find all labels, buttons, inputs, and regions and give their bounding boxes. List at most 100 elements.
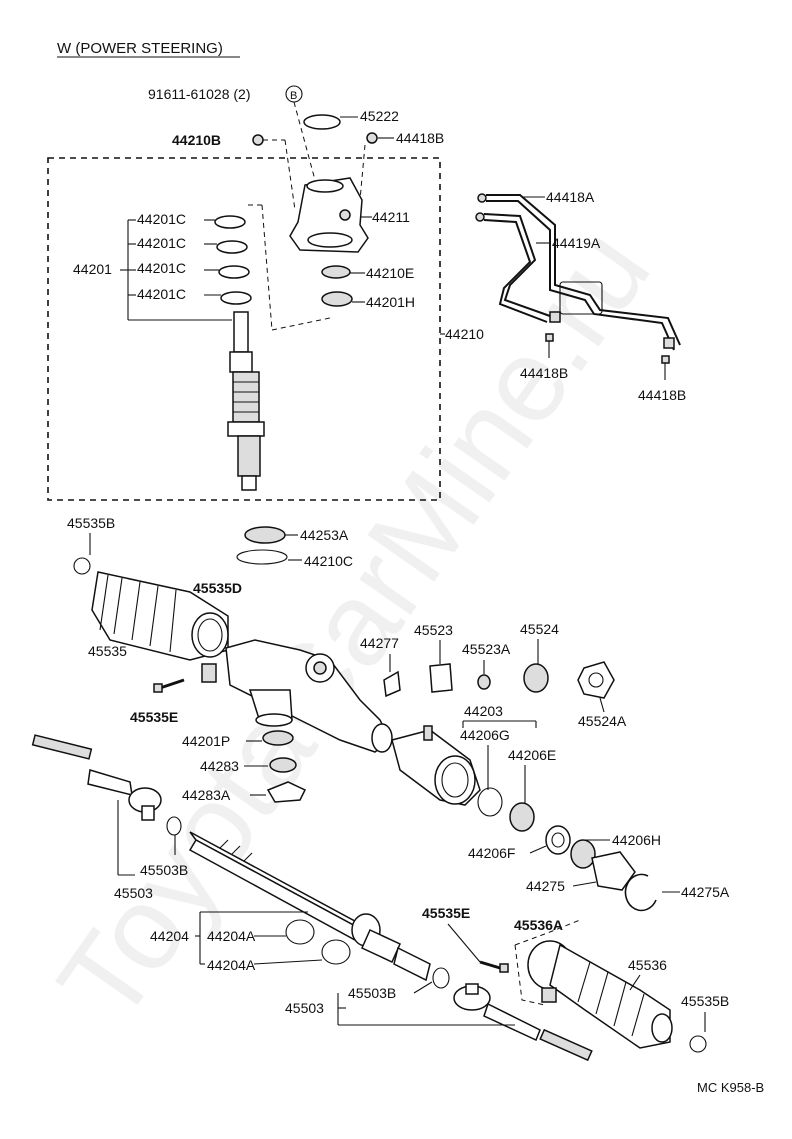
label-45535B-left: 45535B — [67, 515, 115, 531]
label-44418B-mid: 44418B — [520, 365, 568, 381]
label-45222: 45222 — [360, 108, 399, 124]
figure-code: MC K958-B — [697, 1080, 764, 1095]
label-44253A: 44253A — [300, 527, 349, 543]
label-44201P: 44201P — [182, 733, 230, 749]
label-44210C: 44210C — [304, 553, 353, 569]
seal-ring-44201C-2 — [216, 240, 248, 254]
label-45523: 45523 — [414, 622, 453, 638]
ring-44206G — [477, 787, 503, 817]
label-44203: 44203 — [464, 703, 503, 719]
nut-44210B — [252, 134, 264, 146]
label-45536: 45536 — [628, 957, 667, 973]
rack-bar — [188, 831, 401, 964]
label-44201C-2: 44201C — [137, 235, 186, 251]
label-44283A: 44283A — [182, 787, 231, 803]
seal-44201P — [262, 730, 294, 746]
locknut-45524A — [577, 661, 615, 699]
dust-cover-45222 — [303, 114, 341, 130]
label-44210: 44210 — [445, 326, 484, 342]
ring-44204A-1 — [285, 919, 315, 945]
label-44206G: 44206G — [460, 727, 510, 743]
seal-ring-44201C-3 — [218, 265, 250, 279]
label-45503B-right: 45503B — [348, 985, 396, 1001]
valve-housing-44211 — [289, 177, 369, 253]
label-44206F: 44206F — [468, 845, 515, 861]
union-44418B-top — [366, 132, 378, 144]
bushing-44206F — [545, 825, 571, 855]
clamp-45535D — [201, 663, 217, 683]
inner-tie-rod-right — [393, 946, 431, 982]
plug-45524 — [523, 663, 549, 693]
nut-44283A — [266, 781, 307, 803]
assembly-44210-boundary — [47, 157, 441, 501]
clip-45535B-right — [689, 1035, 707, 1053]
pinion-valve-shaft — [227, 311, 265, 491]
o-ring-44210C — [236, 549, 288, 565]
label-45523A: 45523A — [462, 641, 511, 657]
pressure-tubes-44419A — [475, 193, 681, 351]
seal-44253A — [244, 526, 286, 544]
label-45524A: 45524A — [578, 713, 627, 729]
bolt-45535E-right — [479, 960, 501, 970]
label-44201H: 44201H — [366, 294, 415, 310]
label-45535D: 45535D — [193, 580, 242, 596]
label-44211: 44211 — [372, 209, 410, 225]
label-44283: 44283 — [200, 758, 239, 774]
bolt-45535E-left — [159, 678, 185, 690]
label-45535E-right: 45535E — [422, 905, 470, 921]
seal-44206E — [509, 802, 535, 832]
leader-91611 — [293, 101, 316, 181]
locknut-45503B-left — [166, 816, 182, 836]
label-45535: 45535 — [88, 643, 127, 659]
union-44418B-mid — [545, 333, 554, 342]
rack-housing — [225, 639, 393, 753]
bearing-44210E — [321, 265, 351, 279]
seal-44206H — [570, 839, 596, 869]
label-44201C-4: 44201C — [137, 286, 186, 302]
label-44204A-1: 44204A — [207, 928, 256, 944]
callout-b-letter: B — [290, 90, 297, 102]
diagram-title: W (POWER STEERING) — [57, 40, 223, 57]
label-44210E: 44210E — [366, 265, 414, 281]
guide-45523 — [429, 663, 453, 693]
label-91611-61028: 91611-61028 (2) — [148, 86, 250, 102]
label-45535E-left: 45535E — [130, 709, 178, 725]
label-44204: 44204 — [150, 928, 189, 944]
spring-cap-44277 — [383, 670, 401, 698]
label-45503-right: 45503 — [285, 1000, 324, 1016]
label-44206E: 44206E — [508, 747, 556, 763]
rack-cylinder-44203 — [391, 725, 481, 806]
label-44201C-3: 44201C — [137, 260, 186, 276]
label-45536A: 45536A — [514, 917, 563, 933]
tie-rod-end-45503-right — [453, 983, 593, 1062]
label-44206H: 44206H — [612, 832, 661, 848]
label-44201: 44201 — [73, 261, 112, 277]
bearing-44283 — [269, 757, 297, 773]
label-45503B-left: 45503B — [140, 862, 188, 878]
seal-ring-44201C-1 — [214, 215, 246, 229]
label-44275: 44275 — [526, 878, 565, 894]
seal-ring-44201C-4 — [220, 291, 252, 305]
locknut-45503B-right — [432, 967, 450, 989]
clamp-45536A — [541, 987, 557, 1003]
stopper-44275 — [591, 851, 636, 891]
label-45524: 45524 — [520, 621, 559, 637]
tie-rod-end-45503-left — [31, 734, 162, 821]
rack-boot-45535 — [91, 571, 229, 661]
label-45535B-right: 45535B — [681, 993, 729, 1009]
label-44418B-right: 44418B — [638, 387, 686, 403]
label-44275A: 44275A — [681, 884, 730, 900]
label-44204A-2: 44204A — [207, 957, 256, 973]
clip-45535B-left — [73, 557, 91, 575]
label-44418B-top: 44418B — [396, 130, 444, 146]
label-44419A: 44419A — [552, 235, 601, 251]
label-45503-left: 45503 — [114, 885, 153, 901]
snap-ring-44275A — [624, 873, 657, 912]
label-44277: 44277 — [360, 635, 399, 651]
label-44418A: 44418A — [546, 189, 595, 205]
spring-45523A — [477, 674, 491, 690]
union-44418B-right — [661, 355, 670, 364]
ring-44204A-2 — [321, 939, 351, 965]
